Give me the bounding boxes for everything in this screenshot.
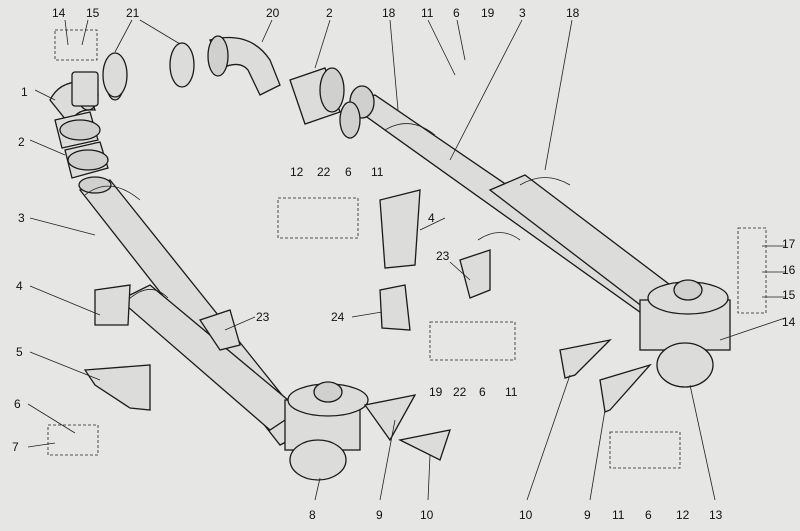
callout: 21: [126, 6, 140, 20]
callout: 9: [376, 508, 383, 522]
callout: 9: [584, 508, 591, 522]
callout: 12: [290, 165, 304, 179]
callout: 10: [519, 508, 533, 522]
callout: 3: [519, 6, 526, 20]
callout: 14: [782, 315, 796, 329]
left-elbow: [49, 59, 125, 179]
callout: 18: [382, 6, 396, 20]
callout: 11: [612, 508, 625, 522]
callout: 19: [481, 6, 495, 20]
top-elbow-and-gaskets: [102, 35, 345, 125]
right-pipe: [339, 85, 692, 331]
callout: 18: [566, 6, 580, 20]
callout: 22: [317, 165, 331, 179]
callout: 12: [676, 508, 690, 522]
callout: 15: [782, 288, 796, 302]
callout: 22: [453, 385, 467, 399]
callout: 11: [505, 385, 518, 399]
clamps-brackets: [83, 123, 653, 461]
callout: 6: [345, 165, 352, 179]
callout: 15: [86, 6, 100, 20]
callout: 6: [645, 508, 652, 522]
callout: 11: [421, 6, 434, 20]
leader-lines: [27, 19, 786, 501]
callout: 23: [256, 310, 270, 324]
callout: 17: [782, 237, 796, 251]
right-outlet: [639, 279, 731, 388]
callout: 20: [266, 6, 280, 20]
callout: 1: [21, 85, 28, 99]
callout: 10: [420, 508, 434, 522]
left-outlet: [284, 381, 369, 481]
callout: 7: [12, 440, 19, 454]
callout: 2: [326, 6, 333, 20]
callout: 4: [428, 211, 435, 225]
callout: 14: [52, 6, 66, 20]
callout: 2: [18, 135, 25, 149]
callout: 5: [16, 345, 23, 359]
callout: 23: [436, 249, 450, 263]
callout: 11: [371, 165, 384, 179]
left-pipe: [78, 176, 312, 446]
callout: 6: [14, 397, 21, 411]
callout: 24: [331, 310, 345, 324]
callout: 4: [16, 279, 23, 293]
callout: 6: [479, 385, 486, 399]
callout: 6: [453, 6, 460, 20]
callout: 16: [782, 263, 796, 277]
callout: 13: [709, 508, 723, 522]
callout: 8: [309, 508, 316, 522]
callout-labels: 14 15 21 20 2 18 11 6 19 3 18 1 2 3 4 5 …: [12, 6, 796, 522]
callout: 19: [429, 385, 443, 399]
callout: 3: [18, 211, 25, 225]
